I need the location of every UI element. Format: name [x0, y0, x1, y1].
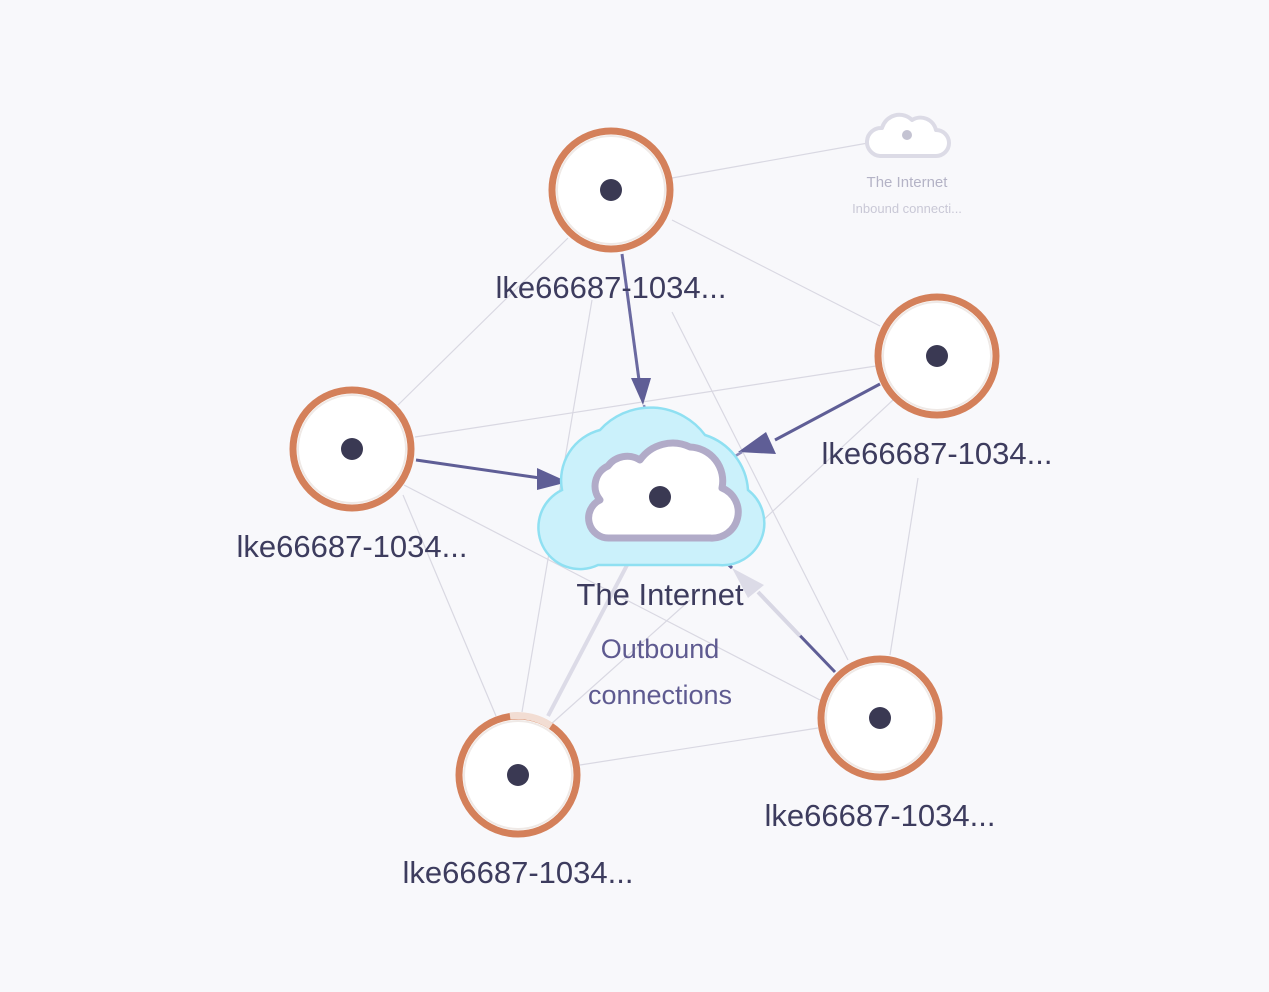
node-dot [600, 179, 622, 201]
arrowhead-left [537, 468, 568, 490]
host-node-bottom[interactable]: lke66687-1034... [403, 712, 634, 890]
host-node-left[interactable]: lke66687-1034... [237, 386, 468, 564]
host-label: lke66687-1034... [765, 798, 996, 833]
node-dot [341, 438, 363, 460]
node-dot [649, 486, 671, 508]
edge-faint [402, 494, 497, 717]
edge-faint [549, 599, 691, 726]
node-dot [902, 130, 912, 140]
node-dot [926, 345, 948, 367]
node-ring-highlight [509, 712, 553, 729]
internet-subtitle-line1: Outbound [601, 634, 720, 664]
host-label: lke66687-1034... [496, 270, 727, 305]
edge-outbound-right [774, 382, 881, 442]
host-label: lke66687-1034... [237, 529, 468, 564]
host-node-top[interactable]: lke66687-1034... [496, 127, 727, 305]
edge-outbound-bottom [546, 547, 638, 717]
edge-faint [671, 142, 869, 179]
node-dot [869, 707, 891, 729]
edge-outbound-left [415, 458, 541, 480]
edge-faint [671, 219, 881, 327]
internet-title: The Internet [576, 577, 744, 612]
host-label: lke66687-1034... [403, 855, 634, 890]
edge-faint [397, 237, 569, 406]
internet-inbound-subtitle: Inbound connecti... [852, 201, 962, 216]
host-node-right[interactable]: lke66687-1034... [822, 293, 1053, 471]
edge-faint [671, 311, 849, 661]
edge-faint [414, 365, 877, 438]
host-node-bottom-right[interactable]: lke66687-1034... [765, 655, 996, 833]
arrowhead-bottom-right [732, 568, 764, 598]
internet-inbound-title: The Internet [867, 174, 949, 191]
host-label: lke66687-1034... [822, 436, 1053, 471]
edge-outbound-top [620, 253, 641, 381]
edge-faint [889, 477, 919, 656]
internet-subtitle-line2: connections [588, 680, 732, 710]
edge-faint [579, 727, 819, 766]
edge-outbound-bottom-right-fade [756, 590, 802, 638]
arrowhead-top [631, 378, 651, 405]
internet-inbound-node[interactable]: The Internet Inbound connecti... [852, 112, 962, 216]
internet-outbound-node[interactable]: The Internet Outbound connections [537, 406, 766, 710]
arrowhead-right [738, 432, 776, 454]
node-dot [507, 764, 529, 786]
